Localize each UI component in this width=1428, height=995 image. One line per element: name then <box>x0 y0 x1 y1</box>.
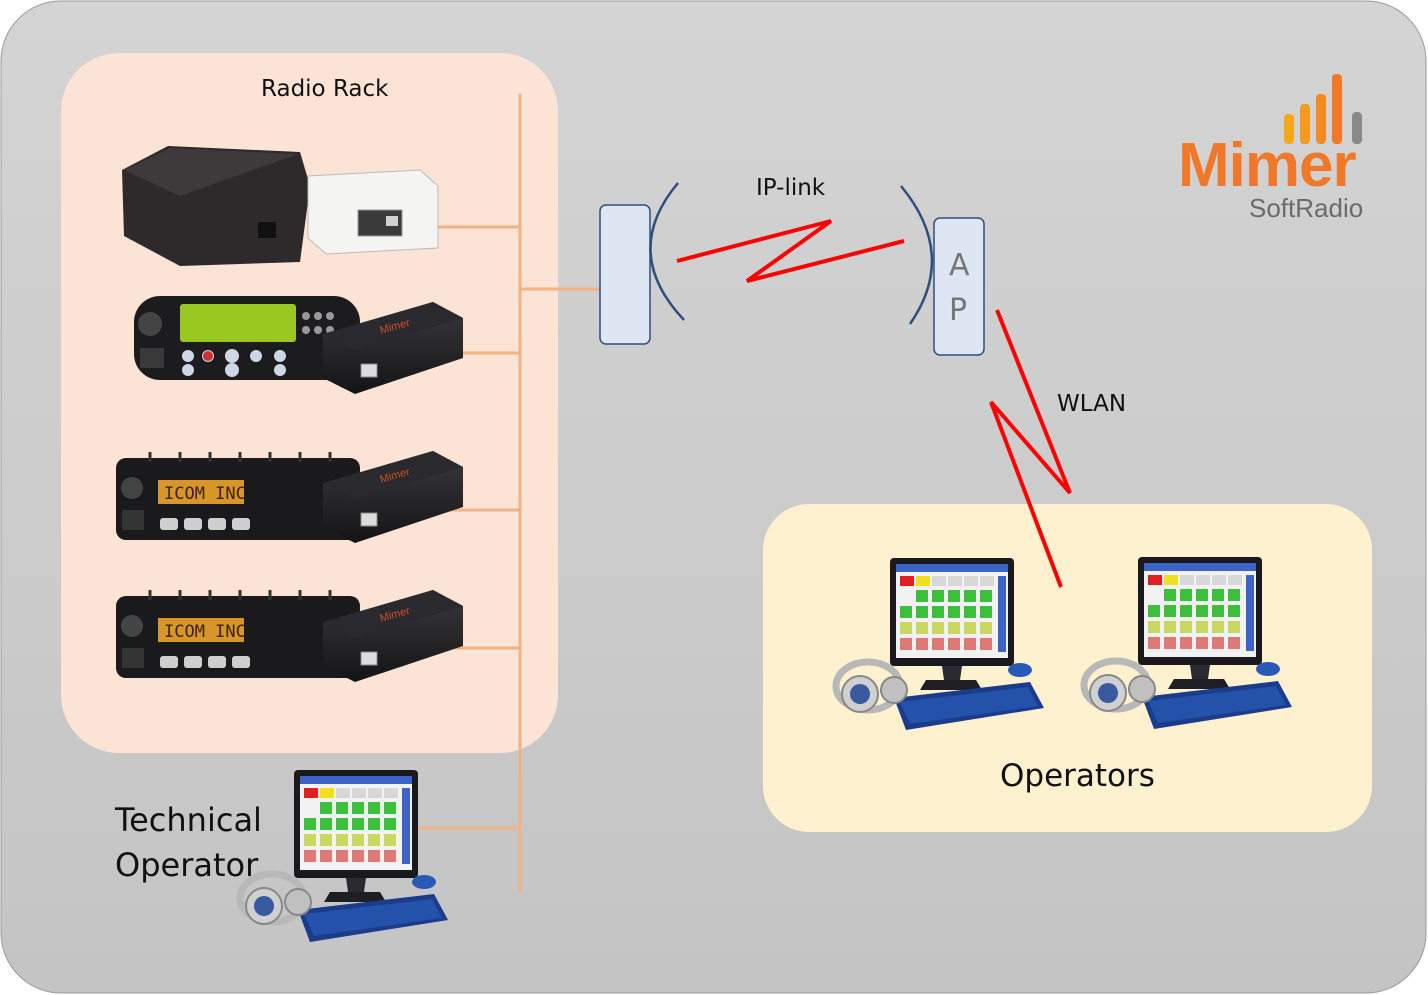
wlan-label: WLAN <box>1057 391 1127 417</box>
radio-unit-2 <box>134 296 360 380</box>
radio-rack-title: Radio Rack <box>261 76 389 102</box>
operators-title: Operators <box>1000 758 1155 794</box>
radio-unit-4: ICOM INC <box>116 590 360 678</box>
ap-letter-p: P <box>949 293 968 328</box>
technical-operator-line2: Operator <box>115 846 259 884</box>
technical-operator-line1: Technical <box>115 801 262 839</box>
access-point <box>933 217 985 356</box>
ip-link-zigzag <box>676 219 905 283</box>
logo-wordmark: Mimer <box>1178 131 1357 200</box>
ap-letter-a: A <box>949 248 970 283</box>
technical-operator-label: Technical Operator <box>115 798 262 888</box>
logo-subtitle: SoftRadio <box>1249 193 1364 223</box>
svg-text:ICOM INC: ICOM INC <box>164 484 246 504</box>
logo-signal-icon <box>1284 74 1362 144</box>
ip-link-label: IP-link <box>756 175 826 201</box>
radio-unit-1 <box>122 146 439 266</box>
radio-unit-3: ICOM INC <box>116 452 360 540</box>
svg-text:ICOM INC: ICOM INC <box>164 622 246 642</box>
antenna-arcs <box>649 182 934 325</box>
wlan-zigzag <box>989 309 1072 588</box>
bridge-radio <box>599 204 651 345</box>
